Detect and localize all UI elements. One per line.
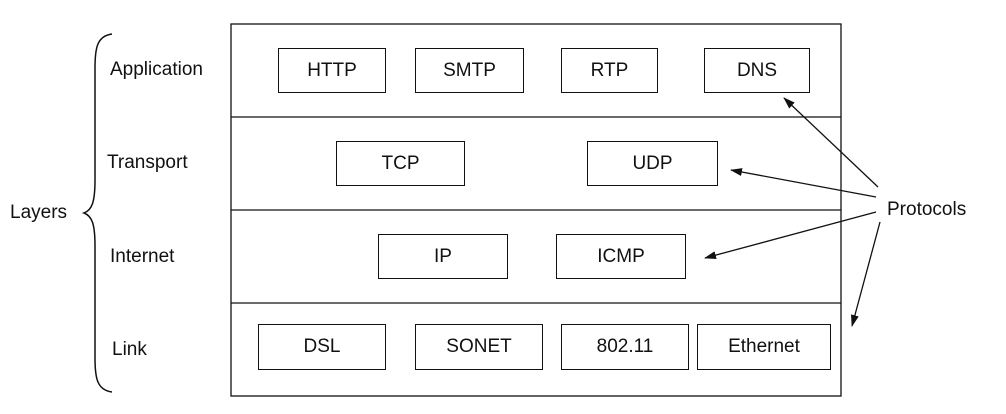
- layer-label-internet: Internet: [110, 246, 175, 267]
- protocol-box-tcp: TCP: [336, 141, 465, 186]
- protocol-box-80211: 802.11: [561, 324, 689, 370]
- layers-brace: [81, 33, 113, 393]
- protocols-arrow-dns: [783, 97, 879, 188]
- layer-label-transport: Transport: [107, 152, 188, 173]
- protocol-box-rtp: RTP: [561, 48, 658, 93]
- protocols-arrow-link: [850, 221, 881, 327]
- layer-label-application: Application: [110, 59, 203, 80]
- protocol-box-udp: UDP: [587, 141, 718, 186]
- protocol-box-dsl: DSL: [258, 324, 386, 370]
- layer-label-link: Link: [112, 339, 147, 360]
- protocols-label: Protocols: [887, 199, 967, 220]
- layers-label: Layers: [10, 202, 68, 223]
- protocol-box-dns: DNS: [704, 48, 810, 93]
- protocol-box-ip: IP: [378, 234, 508, 279]
- protocol-box-sonet: SONET: [415, 324, 543, 370]
- protocols-arrow-icmp: [704, 211, 877, 260]
- protocols-arrow-udp: [730, 168, 877, 198]
- protocol-box-http: HTTP: [278, 48, 386, 93]
- protocol-box-smtp: SMTP: [415, 48, 524, 93]
- protocol-box-ethernet: Ethernet: [697, 324, 831, 370]
- protocol-box-icmp: ICMP: [556, 234, 686, 279]
